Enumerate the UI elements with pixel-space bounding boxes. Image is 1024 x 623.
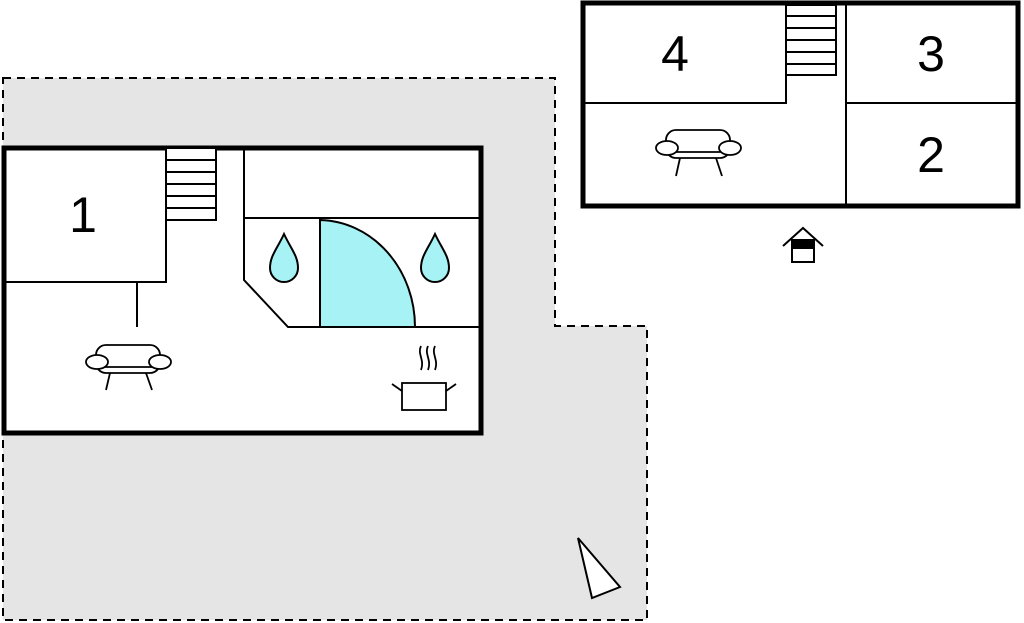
cooking-pot-icon	[391, 345, 457, 411]
ground-floor: 1	[1, 145, 484, 436]
room-4-label: 4	[661, 26, 689, 82]
room-1-label: 1	[69, 187, 97, 243]
water-drop-icon	[419, 231, 451, 283]
sofa-icon	[655, 129, 742, 177]
water-drop-icon	[268, 231, 300, 283]
upper-floor: 4 3 2	[580, 0, 1021, 209]
house-entrance-icon	[782, 226, 824, 263]
stairs-icon	[785, 4, 837, 76]
stairs-icon	[165, 147, 217, 221]
room-2-label: 2	[917, 127, 945, 183]
shower-icon	[319, 218, 417, 328]
sofa-icon	[85, 344, 172, 391]
north-arrow-icon	[577, 537, 622, 600]
room-3-label: 3	[917, 26, 945, 82]
